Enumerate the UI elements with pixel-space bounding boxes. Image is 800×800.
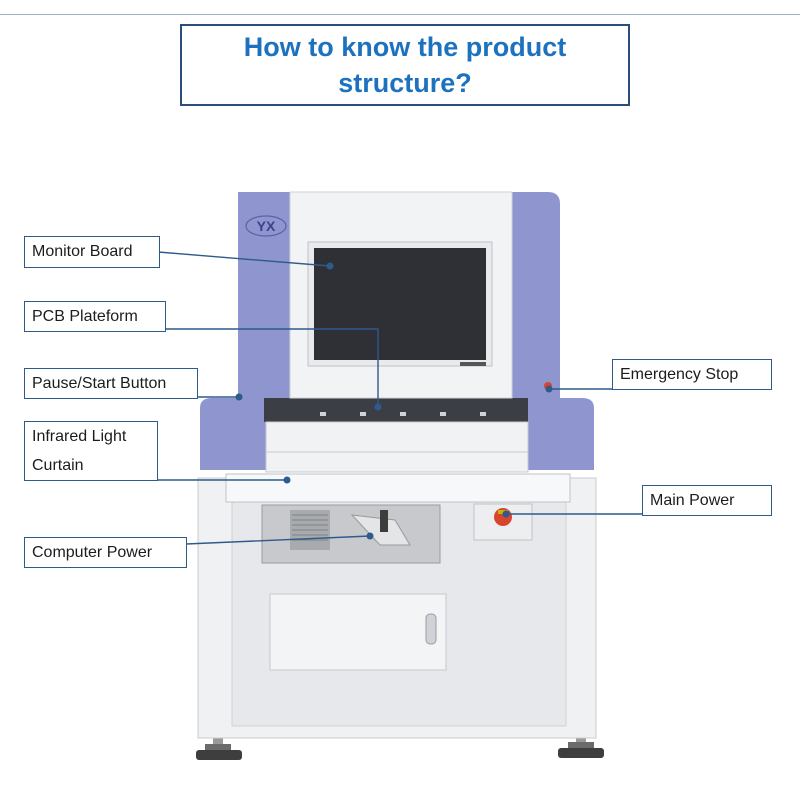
leader-dots <box>235 262 553 540</box>
yx-logo: YX <box>245 215 287 237</box>
label-infrared-light-curtain: Infrared Light Curtain <box>24 421 158 481</box>
lower-cabinet <box>197 473 597 739</box>
label-pause-start-button-text: Pause/Start Button <box>32 374 167 392</box>
label-infrared-line-1: Infrared Light <box>32 428 127 445</box>
label-monitor-board-text: Monitor Board <box>32 243 133 260</box>
label-emergency-stop: Emergency Stop <box>612 359 772 390</box>
label-infrared-line-2: Curtain <box>32 457 84 474</box>
label-main-power: Main Power <box>642 485 772 516</box>
label-emergency-stop-text: Emergency Stop <box>620 365 739 383</box>
leader-lines <box>157 251 642 545</box>
label-pcb-plateform-text: PCB Plateform <box>32 307 138 325</box>
svg-text:YX: YX <box>257 218 276 234</box>
top-divider <box>0 14 800 15</box>
middle-housing <box>200 392 594 473</box>
page-title: How to know the product structure? <box>180 24 630 106</box>
upper-housing <box>238 191 560 399</box>
title-line-2: structure? <box>338 68 472 98</box>
label-computer-power: Computer Power <box>24 537 187 568</box>
label-pause-start-button: Pause/Start Button <box>24 368 198 399</box>
label-monitor-board: Monitor Board <box>24 236 160 268</box>
title-line-1: How to know the product <box>243 32 567 62</box>
label-computer-power-text: Computer Power <box>32 543 153 561</box>
label-pcb-plateform: PCB Plateform <box>24 301 166 332</box>
label-main-power-text: Main Power <box>650 491 735 509</box>
